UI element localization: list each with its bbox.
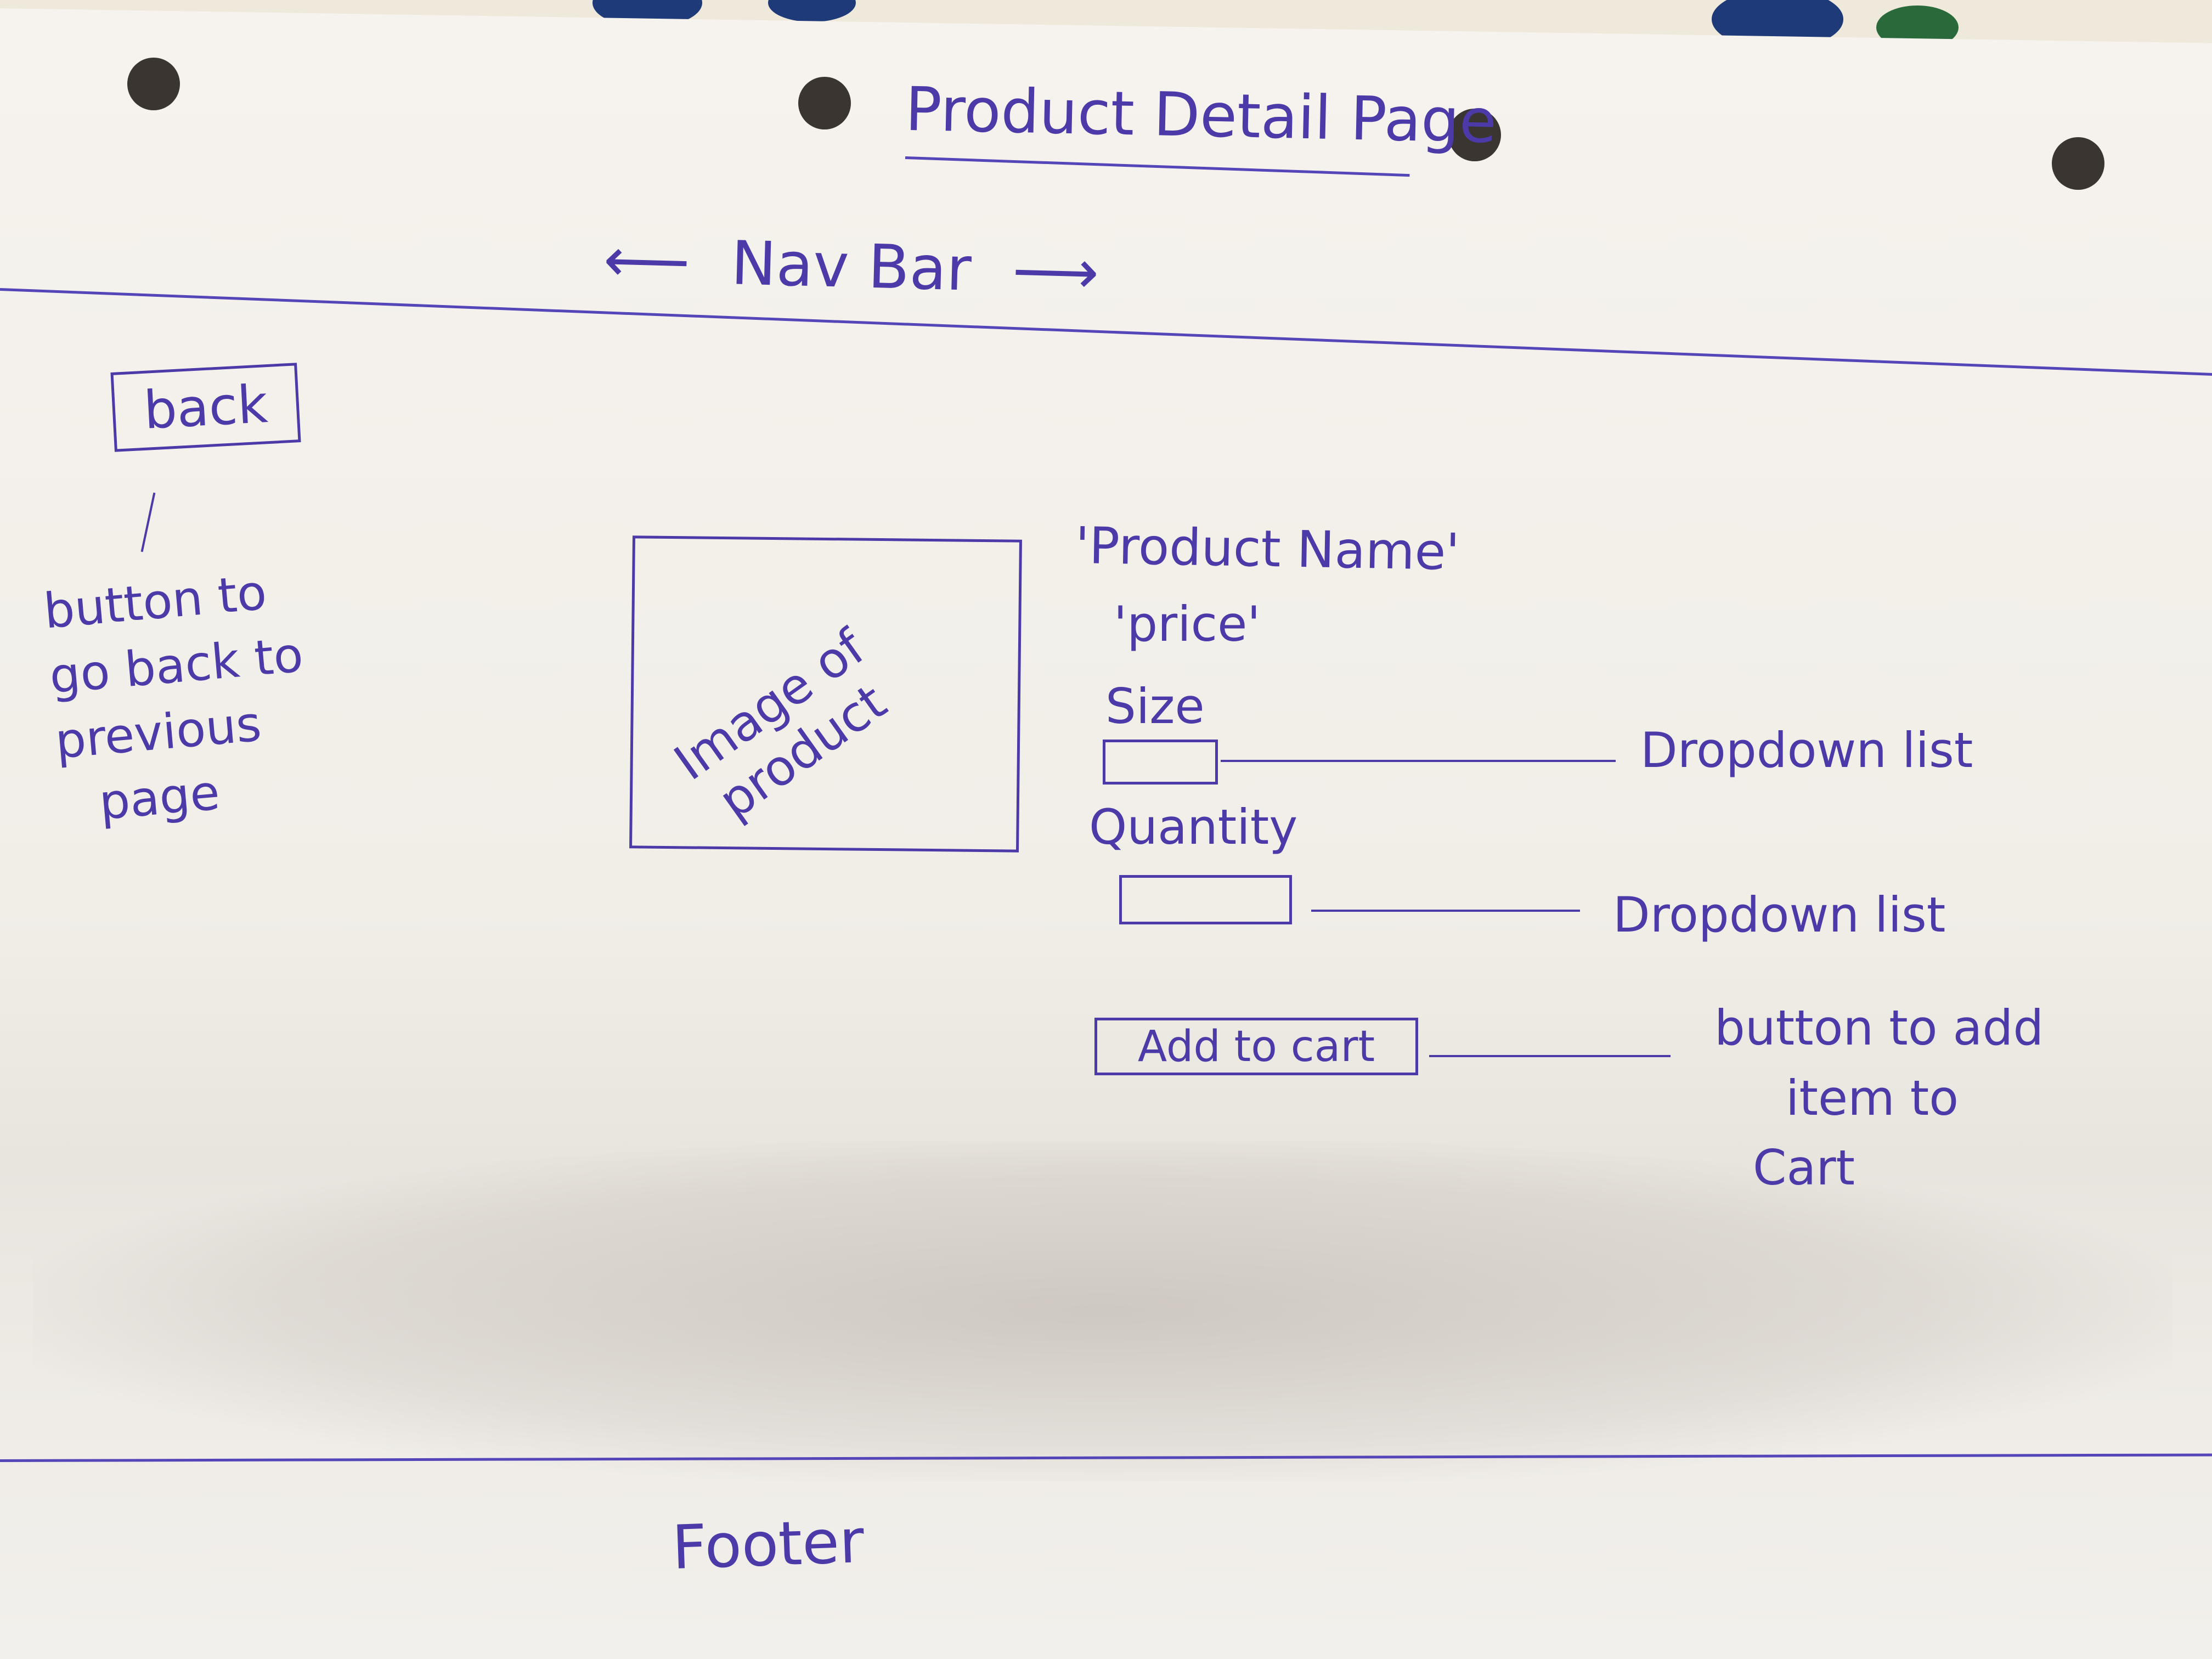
punch-hole	[127, 58, 180, 110]
product-price: 'price'	[1114, 596, 1261, 652]
flower-pattern	[768, 0, 856, 22]
footer: Footer	[670, 1505, 866, 1583]
size-note-connector	[1221, 760, 1616, 762]
back-button[interactable]: back	[110, 363, 301, 452]
photo-shadow	[33, 1141, 2172, 1481]
punch-hole	[2052, 137, 2104, 190]
nav-right-arrow-icon: ⟶	[1011, 235, 1100, 308]
nav-left-arrow-icon: ⟵	[602, 224, 691, 297]
back-button-label: back	[142, 374, 269, 441]
add-to-cart-note-line: item to	[1786, 1069, 1959, 1126]
size-dropdown[interactable]	[1103, 740, 1218, 785]
quantity-note-connector	[1311, 910, 1580, 912]
add-to-cart-button[interactable]: Add to cart	[1094, 1018, 1418, 1075]
page-title-text: Product Detail Page	[904, 74, 1498, 157]
navbar[interactable]: ⟵ Nav Bar ⟶	[602, 224, 1100, 308]
add-to-cart-label: Add to cart	[1137, 1022, 1375, 1071]
add-to-cart-note-connector	[1429, 1055, 1671, 1057]
page-title: Product Detail Page	[904, 74, 1498, 157]
add-to-cart-note-line: Cart	[1753, 1139, 1855, 1197]
quantity-note: Dropdown list	[1613, 887, 1946, 943]
product-name: 'Product Name'	[1075, 516, 1460, 582]
punch-hole	[1448, 109, 1501, 161]
quantity-dropdown[interactable]	[1119, 875, 1292, 924]
punch-hole	[798, 77, 851, 129]
add-to-cart-note: button to add item to Cart	[1714, 993, 2044, 1203]
size-label: Size	[1105, 678, 1205, 735]
product-image-placeholder: Image of product	[629, 535, 1022, 853]
back-annotation: button to go back to previous page	[41, 557, 317, 839]
quantity-label: Quantity	[1089, 799, 1298, 855]
size-note: Dropdown list	[1640, 722, 1973, 778]
footer-label: Footer	[670, 1505, 866, 1583]
navbar-label: Nav Bar	[730, 228, 973, 304]
add-to-cart-note-line: button to add	[1714, 1000, 2044, 1056]
product-image-caption: Image of product	[664, 619, 908, 838]
